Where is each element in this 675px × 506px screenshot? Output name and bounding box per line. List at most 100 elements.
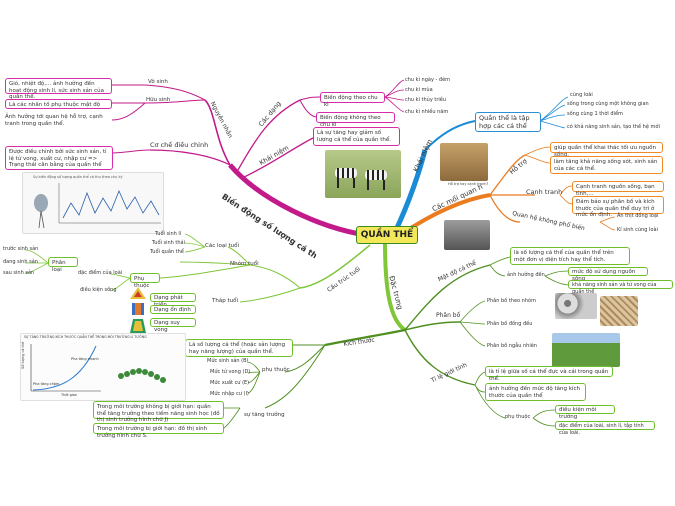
khai-niem-qt-box: Quần thể là tập hợp các cá thể [475,112,541,132]
link-nhom-tuoi [249,264,301,289]
tl-box-2: ảnh hưởng đến mức độ tăng kích thước của… [485,383,586,401]
zebra-photo [325,150,401,198]
zebra-illustration [335,168,387,190]
distribution-clumped-photo [555,293,597,319]
branch-label-phan-bo[interactable]: Phân bố [436,312,461,319]
label-huu-sinh[interactable]: Hữu sinh [146,97,171,103]
khai-niem-bd-box: Là sự tăng hay giảm số lượng cá thể của … [313,127,400,146]
branch-bien-dong-line [228,163,367,238]
huu-sinh-box: Là các nhân tố phụ thuộc mật độ [5,99,112,109]
dang-sinh-san: đang sinh sản [3,259,38,265]
label-md-anh-huong[interactable]: ảnh hưởng đến [507,272,545,278]
canh-tranh-box-1: Đảm bảo sự phân bố và kích thước của quầ… [572,196,664,218]
link-tang-truong-boxes [223,407,241,429]
fish-population-graph: Sự biến động số lượng quần thể cá thu th… [22,172,164,234]
link-cac-dang [237,99,301,171]
link-pb-items [459,300,486,347]
link-khong-pho-bien [489,194,521,223]
branch-cau-truc-tuoi-line [299,244,371,289]
label-cac-loai-tuoi[interactable]: Các loại tuổi [205,243,240,249]
bd-khong-chu-ki-box: Biến động không theo chu kì [316,112,395,128]
center-title: QUẦN THỂ [360,230,414,240]
kt-factor-3: Mức nhập cư (I) [210,391,249,397]
link-md-items [544,270,569,286]
label-thap-tuoi[interactable]: Tháp tuổi [212,298,238,304]
kn-item-0: cùng loài [570,92,593,98]
md-item-0: mức độ sử dụng nguồn sống [568,267,648,282]
chu-ki-item-1: chu kì mùa [405,87,433,93]
link-ct-boxes [559,185,573,205]
lions-photo: Hỗ trợ hay cạnh tranh? [440,143,488,186]
dac-diem-loai: đặc điểm của loài [78,270,123,276]
pyramid-growing-icon [130,287,146,299]
canh-tranh-box-0: Cạnh tranh nguồn sống, bạn tình,... [572,181,664,197]
link-kpb-items [599,216,616,231]
thap-item-2: Dạng suy vong [150,318,196,333]
tl-item-0: điều kiện môi trường [555,405,615,420]
kt-factor-0: Mức sinh sản (B) [207,358,249,364]
phu-thuoc-tuoi-box: Phụ thuộc [130,273,160,289]
kpb-item-0: Ăn thịt đồng loại [617,213,659,219]
center-node[interactable]: QUẦN THỂ [356,226,418,244]
link-co-che [149,149,231,166]
md-item-1: khả năng sinh sản và tử vong của quần th… [568,280,673,295]
link-tl-pt-items [532,409,556,427]
label-co-che[interactable]: Cơ chế điều chỉnh [150,141,209,149]
link-phan-loai-items [24,249,49,274]
kt-factor-1: Mức tử vong (D) [210,369,251,375]
label-kt-phu-thuoc[interactable]: phụ thuộc [262,367,290,373]
tuoi-sinh-li: Tuổi sinh lí [155,231,182,237]
link-tang-truong [264,344,326,409]
branch-ti-le-line [404,329,476,386]
link-phan-loai [179,261,251,266]
link-tuoi-items [184,233,206,253]
chu-ki-item-0: chu kì ngày - đêm [405,77,451,83]
label-tl-phu-thuoc[interactable]: phụ thuộc [505,414,531,420]
link-chu-ki-items [384,79,405,113]
link-mat-do-box [489,256,511,266]
link-khai-niem-qt [424,120,476,151]
kich-thuoc-box: Là số lượng cá thể (hoặc sản lượng hay n… [185,339,293,357]
growth-phase1: Pha tăng nhanh [71,357,99,361]
branch-phan-bo-line [404,321,461,331]
tl-box-1: là tỉ lệ giữa số cá thể đực và cái trong… [485,366,613,382]
sau-sinh-san: sau sinh sản [3,270,35,276]
vo-sinh-box: Gió, nhiệt độ,... ảnh hưởng đến hoạt độn… [5,78,112,100]
branch-khai-niem-line [393,149,428,232]
huu-sinh-note: Ảnh hưởng tới quan hệ hỗ trợ, cạnh tranh… [5,114,103,127]
age-pyramids [130,287,146,333]
kn-item-3: có khả năng sinh sản, tạo thế hệ mới [567,124,660,130]
mat-do-box: là số lượng cá thể của quần thể trên một… [510,247,630,265]
tl-item-1: đặc điểm của loài, sinh lí, tập tính của… [555,421,655,436]
thap-item-0: Dạng phát triển [150,293,196,308]
truoc-sinh-san: trước sinh sản [3,246,39,252]
tuoi-quan-the: Tuổi quần thể [150,249,184,255]
branch-kich-thuoc-line [324,328,406,347]
branch-dac-trung-line [383,241,407,332]
kt-factor-2: Mức xuất cư (E) [210,380,250,386]
growth-graph: SỰ TĂNG TRƯỞNG KÍCH THƯỚC QUẦN THỂ TRONG… [20,333,186,401]
tang-truong-box-1: Trong môi trường bị giới hạn: đồ thị sin… [93,423,224,439]
kpb-item-1: Kí sinh cùng loài [617,227,658,233]
distribution-uniform-photo [600,296,638,326]
label-vo-sinh[interactable]: Vô sinh [148,79,168,85]
label-canh-tranh[interactable]: Cạnh tranh [526,188,563,196]
link-bd-chu-ki [299,96,321,101]
link-huu-sinh-note [111,102,146,121]
link-phu-thuoc-items [109,273,131,292]
kn-item-2: sống cùng 1 thời điểm [567,111,623,117]
distribution-random-photo [552,333,620,367]
link-md-anh-huong [489,264,506,277]
label-su-tang-truong[interactable]: sự tăng trưởng [244,412,285,418]
phan-loai-box: Phân loại [48,257,78,273]
growth-phase2: Pha tăng chậm [33,382,60,386]
pb-item-2: Phân bố ngẫu nhiên [487,343,537,349]
bd-theo-chu-ki-box: Biến động theo chu kì [320,92,385,108]
branch-mat-do-line [404,264,491,331]
link-ho-tro-boxes [524,146,551,164]
label-nhom-tuoi[interactable]: Nhóm tuổi [230,261,259,267]
link-khai-niem-bd [241,137,314,179]
link-phu-thuoc-tuoi [159,264,251,279]
branch-nguyen-nhan-line [204,99,231,166]
